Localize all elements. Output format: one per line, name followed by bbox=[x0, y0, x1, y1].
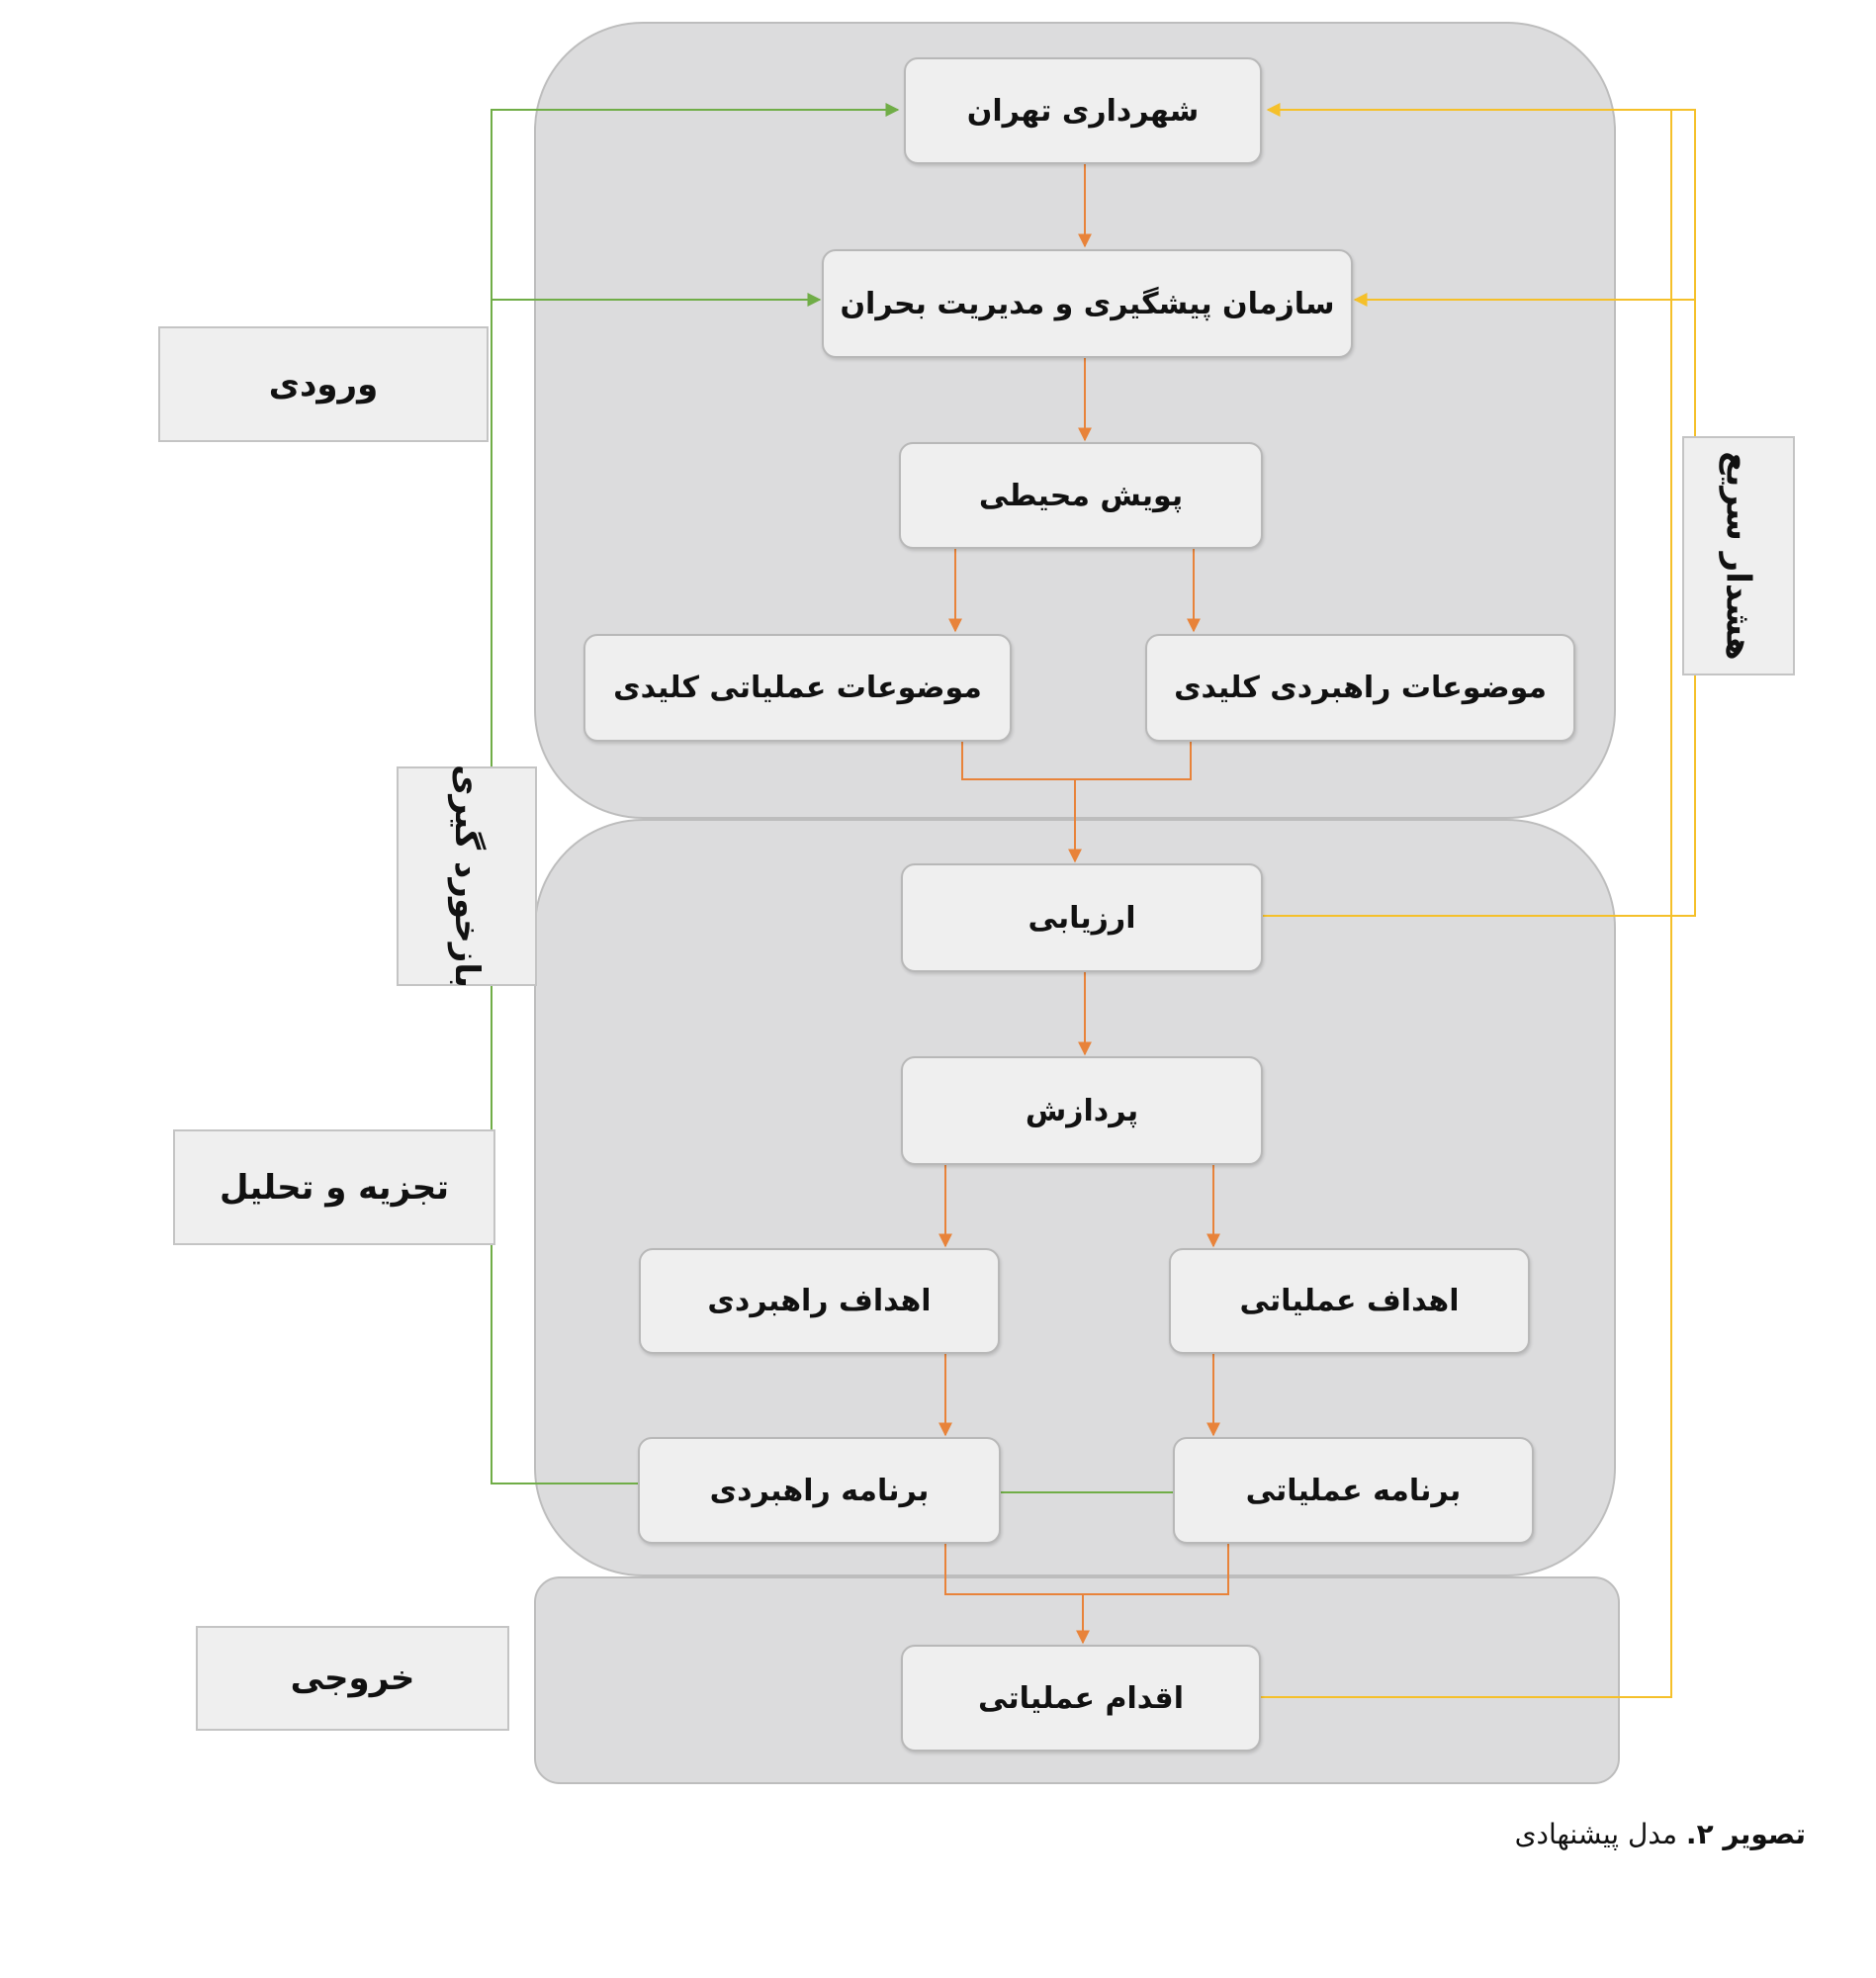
merge-topics bbox=[961, 742, 1192, 780]
box-strategic-goals: اهداف راهبردی bbox=[639, 1248, 1000, 1354]
box-strategic-plan: برنامه راهبردی bbox=[638, 1437, 1001, 1544]
box-env-scan: پویش محیطی bbox=[899, 442, 1263, 549]
warning-from-evaluation-line bbox=[1261, 109, 1696, 917]
caption-prefix: تصویر ۲. bbox=[1685, 1818, 1806, 1850]
box-key-strategic-topics: موضوعات راهبردی کلیدی bbox=[1145, 634, 1575, 742]
figure-caption: تصویر ۲. مدل پیشنهادی bbox=[1515, 1818, 1806, 1850]
caption-text: مدل پیشنهادی bbox=[1514, 1818, 1686, 1850]
label-output: خروجی bbox=[196, 1626, 509, 1731]
box-processing: پردازش bbox=[901, 1056, 1263, 1165]
box-operational-plan: برنامه عملیاتی bbox=[1173, 1437, 1534, 1544]
box-tehran-municipality: شهرداری تهران bbox=[904, 57, 1262, 164]
box-operational-action: اقدام عملیاتی bbox=[901, 1645, 1261, 1752]
box-operational-goals: اهداف عملیاتی bbox=[1169, 1248, 1530, 1354]
warning-from-action-line bbox=[1261, 103, 1672, 1698]
label-analysis: تجزیه و تحلیل bbox=[173, 1129, 495, 1245]
merge-plans bbox=[944, 1544, 1229, 1595]
label-feedback: بازخورد گیری bbox=[397, 764, 537, 988]
box-key-operational-topics: موضوعات عملیاتی کلیدی bbox=[583, 634, 1012, 742]
box-evaluation: ارزیابی bbox=[901, 863, 1263, 972]
label-early-warning: هشدار سریع bbox=[1682, 436, 1795, 675]
box-crisis-org: سازمان پیشگیری و مدیریت بحران bbox=[822, 249, 1353, 358]
label-input: ورودی bbox=[158, 326, 489, 442]
